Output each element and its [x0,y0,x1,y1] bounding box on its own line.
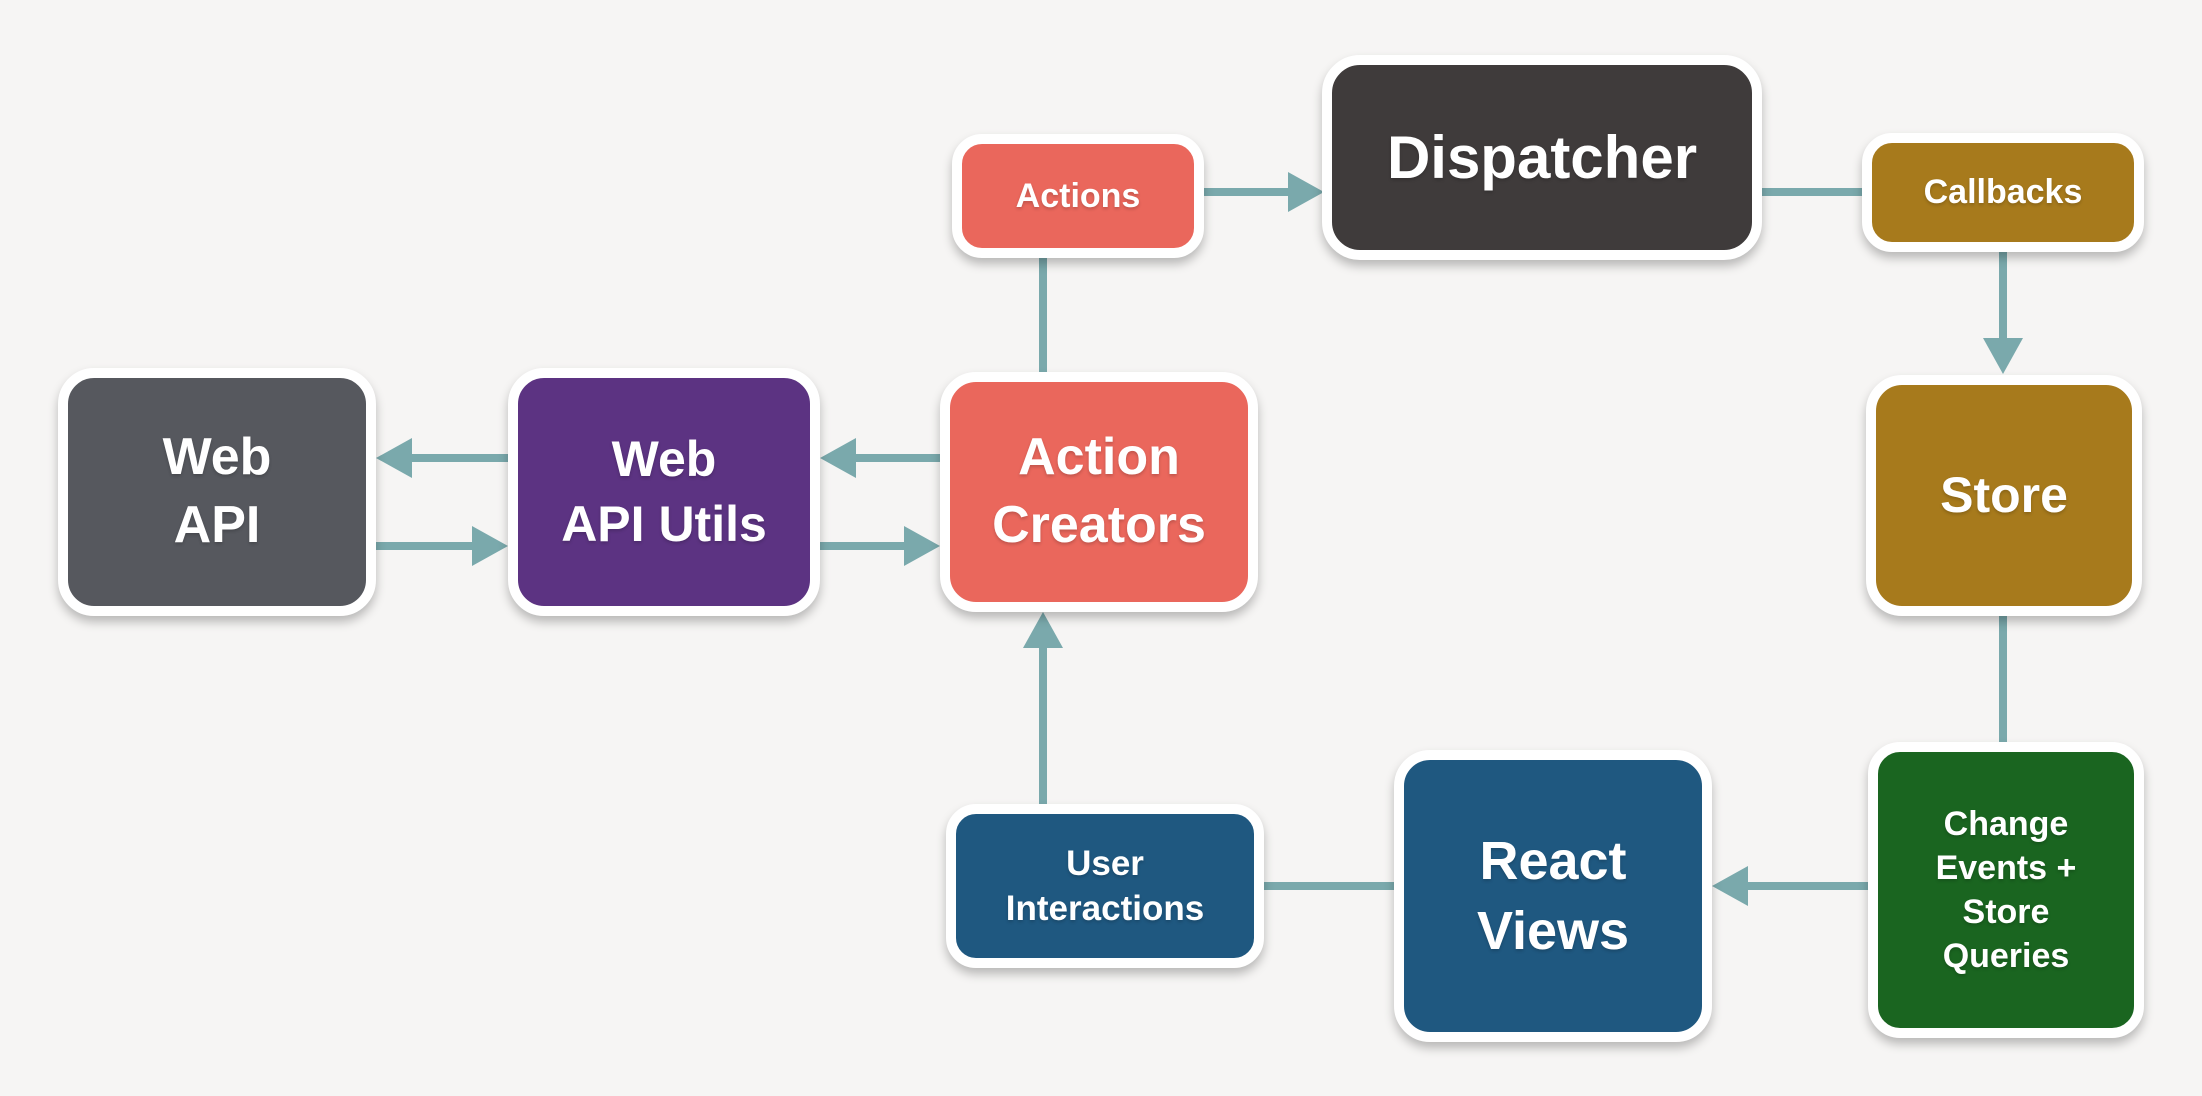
node-user-interactions-label: User Interactions [1005,843,1205,929]
node-react-views: React Views [1394,750,1712,1042]
connector-dispatcher-to-callbacks [1758,188,1862,196]
node-change-events: Change Events + Store Queries [1868,742,2144,1038]
arrowhead-into-action-creators-bottom [1023,612,1063,648]
connector-action-creators-to-web-api-utils [852,454,940,462]
node-dispatcher: Dispatcher [1322,55,1762,260]
node-actions-label: Actions [1015,176,1141,215]
connector-web-api-to-web-api-utils [376,542,476,550]
arrowhead-into-store [1983,338,2023,374]
node-web-api-utils-label: Web API Utils [561,431,767,552]
node-actions: Actions [952,134,1204,258]
node-callbacks: Callbacks [1862,133,2144,252]
node-web-api-utils: Web API Utils [508,368,820,616]
arrowhead-into-react-views [1712,866,1748,906]
node-web-api-label: Web API [162,428,272,554]
connector-actions-to-dispatcher [1204,188,1292,196]
connector-change-events-to-react-views [1744,882,1868,890]
arrowhead-into-action-creators-left [904,526,940,566]
connector-callbacks-to-store [1999,250,2007,340]
node-dispatcher-label: Dispatcher [1386,123,1698,191]
connector-web-api-utils-to-web-api [408,454,508,462]
node-store: Store [1866,375,2142,616]
arrowhead-into-web-api-utils-left [472,526,508,566]
node-react-views-label: React Views [1476,830,1630,961]
node-change-events-label: Change Events + Store Queries [1935,804,2077,976]
node-store-label: Store [1940,467,2068,523]
connector-web-api-utils-to-action-creators [820,542,908,550]
connector-user-interactions-to-action-creators [1039,648,1047,804]
node-action-creators-label: Action Creators [992,428,1206,554]
arrowhead-into-dispatcher [1288,172,1324,212]
connector-action-creators-to-actions [1039,256,1047,372]
arrowhead-into-web-api [376,438,412,478]
arrowhead-into-web-api-utils-right [820,438,856,478]
connector-store-to-change-events [1999,616,2007,742]
node-user-interactions: User Interactions [946,804,1264,968]
node-web-api: Web API [58,368,376,616]
connector-react-views-to-user-interactions [1264,882,1394,890]
node-callbacks-label: Callbacks [1923,173,2083,212]
node-action-creators: Action Creators [940,372,1258,612]
